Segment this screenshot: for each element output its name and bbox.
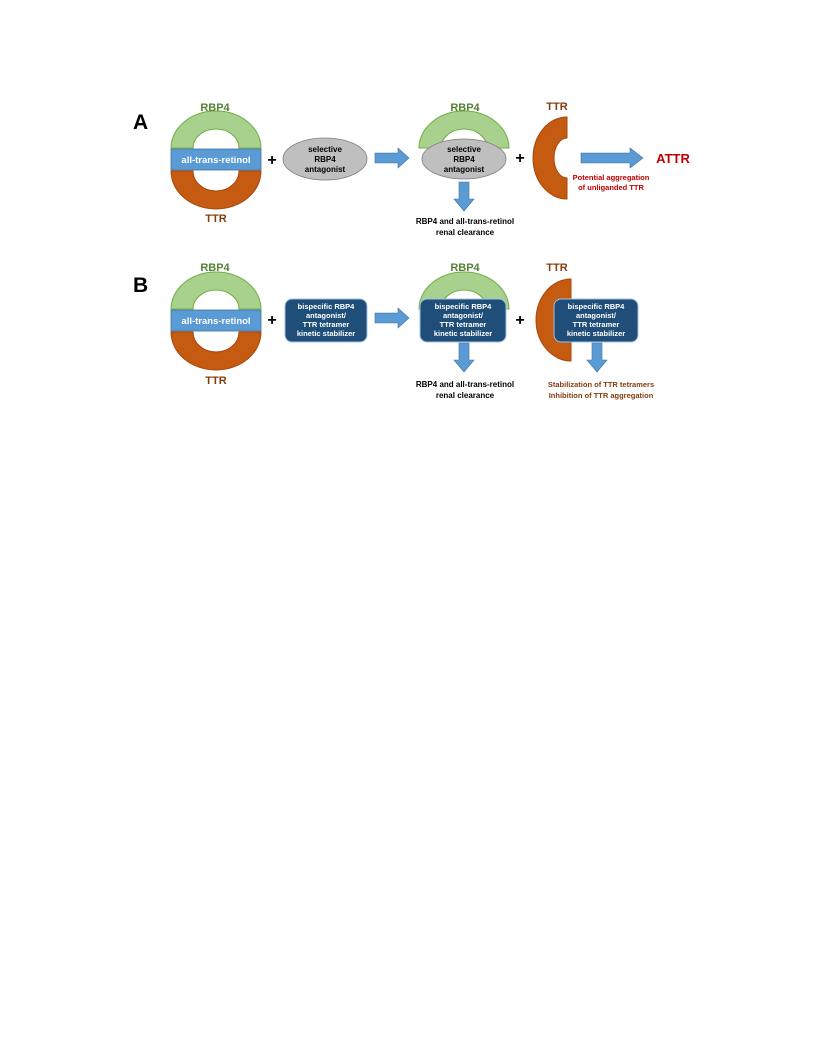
arrow-down-a xyxy=(453,181,475,212)
stabilization-line-1: Stabilization of TTR tetramers xyxy=(548,380,654,389)
bound-bispecific-box xyxy=(419,298,507,343)
clearance-a-line-1: RBP4 and all-trans-retinol xyxy=(416,217,514,226)
ttr-bound-bispecific-box xyxy=(553,298,639,343)
retinol-bar-left-b xyxy=(170,309,262,332)
bound-antagonist-line-1: selective xyxy=(447,145,481,154)
arrow-right-a1 xyxy=(374,147,410,169)
antagonist-line-3: antagonist xyxy=(305,165,346,174)
ttr-label-right-b: TTR xyxy=(546,262,567,274)
ttr-left-shape xyxy=(170,170,262,210)
bound-bispecific-line-2: antagonist/ xyxy=(443,311,484,320)
plus-sign-1: + xyxy=(267,152,276,169)
clearance-a-line-2: renal clearance xyxy=(436,228,495,237)
bound-bispecific-line-3: TTR tetramer xyxy=(440,320,487,329)
bispecific-line-3: TTR tetramer xyxy=(303,320,350,329)
ttr-label-left: TTR xyxy=(205,213,226,225)
arrow-right-a2 xyxy=(580,147,644,169)
rbp4-left-shape xyxy=(170,110,262,149)
bound-antagonist-line-2: RBP4 xyxy=(453,155,475,164)
aggregation-line-1: Potential aggregation xyxy=(573,173,650,182)
retinol-label-left-b: all-trans-retinol xyxy=(181,316,250,327)
bound-bispecific-line-4: kinetic stabilizer xyxy=(434,329,492,338)
rbp4-left-shape-b xyxy=(170,271,262,310)
aggregation-line-2: of unliganded TTR xyxy=(578,183,644,192)
bispecific-line-4: kinetic stabilizer xyxy=(297,329,355,338)
plus-sign-b1: + xyxy=(267,312,276,329)
bound-antagonist-ellipse xyxy=(421,138,507,180)
bound-antagonist-line-3: antagonist xyxy=(444,165,485,174)
retinol-label-left: all-trans-retinol xyxy=(181,155,250,166)
ttr-bound-line-2: antagonist/ xyxy=(576,311,617,320)
ttr-bound-line-4: kinetic stabilizer xyxy=(567,329,625,338)
plus-sign-b2: + xyxy=(515,312,524,329)
antagonist-line-2: RBP4 xyxy=(314,155,336,164)
clearance-b-line-1: RBP4 and all-trans-retinol xyxy=(416,380,514,389)
selective-antagonist-ellipse xyxy=(282,137,368,181)
clearance-b-line-2: renal clearance xyxy=(436,391,495,400)
bispecific-line-1: bispecific RBP4 xyxy=(298,302,356,311)
plus-sign-2: + xyxy=(515,150,524,167)
attr-label: ATTR xyxy=(656,151,690,166)
bispecific-box xyxy=(284,298,368,343)
ttr-left-shape-b xyxy=(170,331,262,371)
ttr-bound-line-1: bispecific RBP4 xyxy=(568,302,626,311)
rbp4-label-left-b: RBP4 xyxy=(200,262,230,274)
bispecific-line-2: antagonist/ xyxy=(306,311,347,320)
ttr-free-shape xyxy=(532,116,568,200)
arrow-down-b2 xyxy=(586,342,608,373)
stabilization-line-2: Inhibition of TTR aggregation xyxy=(549,391,654,400)
panel-b: B RBP4 all-trans-retinol TTR + bispecifi… xyxy=(133,262,654,400)
ttr-label-left-b: TTR xyxy=(205,375,226,387)
bound-bispecific-line-1: bispecific RBP4 xyxy=(435,302,493,311)
antagonist-line-1: selective xyxy=(308,145,342,154)
ttr-label-right: TTR xyxy=(546,101,567,113)
ttr-bound-line-3: TTR tetramer xyxy=(573,320,620,329)
panel-a: A RBP4 all-trans-retinol TTR + selective… xyxy=(133,101,690,237)
panel-a-label: A xyxy=(133,111,148,134)
panel-b-label: B xyxy=(133,274,148,297)
rbp4-mid-shape xyxy=(418,110,510,149)
arrow-right-b1 xyxy=(374,307,410,329)
retinol-bar-left xyxy=(170,148,262,171)
rbp4-label-mid-b: RBP4 xyxy=(450,262,480,274)
arrow-down-b1 xyxy=(453,342,475,373)
